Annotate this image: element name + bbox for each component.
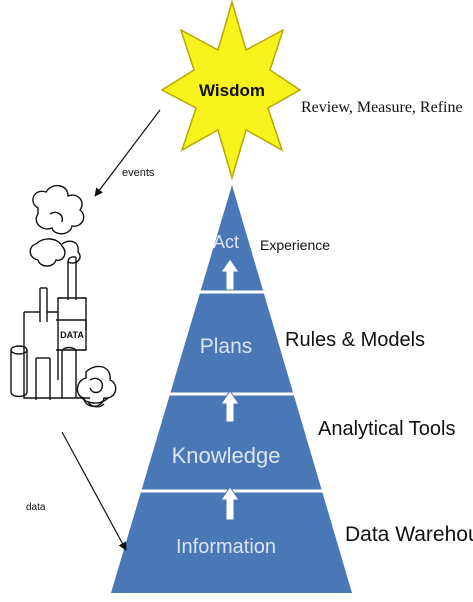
description-rules-models: Rules & Models: [285, 329, 425, 351]
events-label: events: [122, 167, 155, 179]
description-experience: Experience: [260, 237, 330, 253]
up-arrow-icon: [220, 390, 240, 423]
pyramid: Act Plans Knowledge Information: [111, 185, 352, 593]
description-analytical-tools: Analytical Tools: [318, 418, 455, 440]
factory-icon: [10, 185, 117, 408]
wisdom-note: Review, Measure, Refine: [301, 99, 463, 116]
level-label-information: Information: [176, 536, 276, 558]
events-arrow: [94, 109, 161, 197]
data-arrow: [61, 431, 127, 551]
star-burst-icon: [160, 0, 302, 181]
up-arrow-icon: [220, 258, 240, 291]
factory-sign: DATA: [60, 330, 84, 340]
wisdom-label: Wisdom: [199, 81, 265, 100]
description-data-warehouse: Data Warehouse: [345, 523, 473, 546]
level-label-act: Act: [213, 232, 239, 252]
level-label-plans: Plans: [200, 335, 253, 358]
data-label: data: [26, 502, 46, 513]
wisdom-star: Wisdom: [160, 0, 302, 181]
level-label-knowledge: Knowledge: [172, 443, 281, 468]
up-arrow-icon: [220, 486, 240, 521]
